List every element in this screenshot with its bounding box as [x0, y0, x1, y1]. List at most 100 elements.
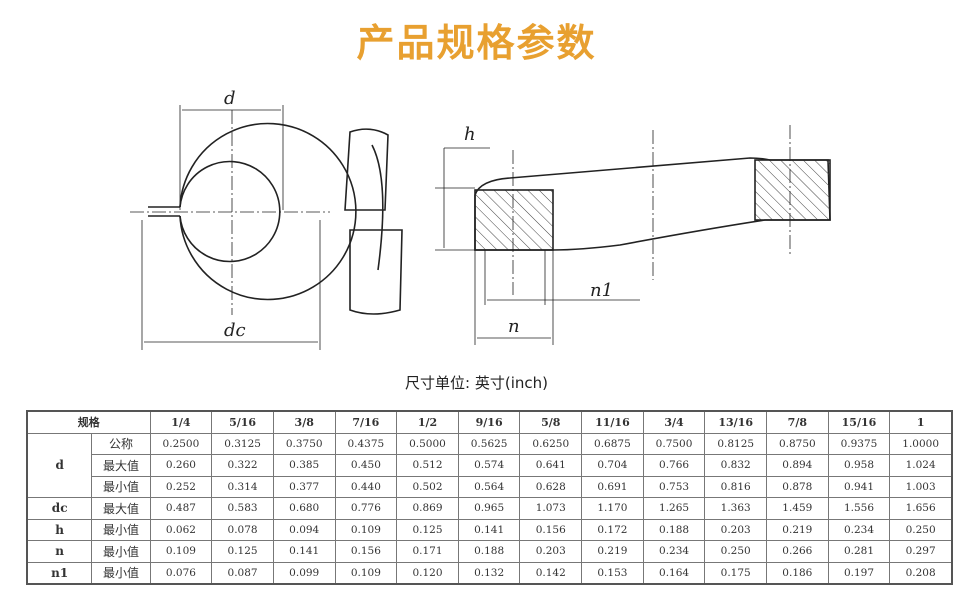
header-size: 1 — [889, 410, 953, 434]
value-cell: 0.8750 — [766, 432, 829, 455]
value-cell: 0.322 — [211, 454, 274, 477]
value-cell: 0.208 — [889, 561, 953, 585]
value-cell: 0.250 — [704, 540, 768, 563]
value-cell: 0.487 — [149, 497, 213, 520]
value-cell: 1.656 — [889, 497, 953, 520]
value-cell: 0.440 — [334, 475, 398, 498]
label-dc: dc — [224, 320, 246, 341]
value-cell: 0.6250 — [519, 432, 583, 455]
label-n1: n1 — [590, 280, 613, 301]
value-cell: 0.153 — [581, 561, 644, 585]
header-size: 13/16 — [704, 410, 768, 434]
page-title: 产品规格参数 — [356, 21, 597, 65]
unit-label: 尺寸单位: 英寸(inch) — [405, 374, 548, 392]
value-cell: 0.087 — [211, 561, 274, 585]
value-cell: 0.156 — [334, 540, 398, 563]
value-cell: 0.099 — [272, 561, 336, 585]
label-h: h — [464, 124, 476, 145]
value-cell: 0.250 — [889, 518, 953, 541]
header-size: 9/16 — [457, 410, 521, 434]
value-cell: 0.172 — [581, 518, 644, 541]
value-cell: 0.816 — [704, 475, 768, 498]
value-cell: 0.4375 — [334, 432, 398, 455]
param-cell: dc — [26, 497, 93, 520]
value-cell: 0.078 — [211, 518, 274, 541]
value-cell: 0.691 — [581, 475, 644, 498]
sub-label-cell: 最小值 — [91, 561, 151, 585]
param-cell: n1 — [26, 561, 93, 585]
value-cell: 0.188 — [642, 518, 706, 541]
value-cell: 0.894 — [766, 454, 829, 477]
value-cell: 0.281 — [827, 540, 891, 563]
value-cell: 1.003 — [889, 475, 953, 498]
header-size: 1/2 — [396, 410, 459, 434]
value-cell: 0.266 — [766, 540, 829, 563]
value-cell: 0.3125 — [211, 432, 274, 455]
value-cell: 0.8125 — [704, 432, 768, 455]
value-cell: 0.234 — [827, 518, 891, 541]
value-cell: 0.502 — [396, 475, 459, 498]
value-cell: 0.583 — [211, 497, 274, 520]
value-cell: 0.869 — [396, 497, 459, 520]
side-view — [344, 128, 403, 315]
label-n: n — [508, 316, 520, 337]
value-cell: 0.186 — [766, 561, 829, 585]
value-cell: 0.628 — [519, 475, 583, 498]
header-size: 1/4 — [149, 410, 213, 434]
value-cell: 0.512 — [396, 454, 459, 477]
header-size: 5/16 — [211, 410, 274, 434]
value-cell: 0.094 — [272, 518, 336, 541]
value-cell: 0.680 — [272, 497, 336, 520]
value-cell: 0.203 — [519, 540, 583, 563]
value-cell: 0.958 — [827, 454, 891, 477]
value-cell: 0.109 — [334, 561, 398, 585]
value-cell: 0.171 — [396, 540, 459, 563]
header-size: 7/16 — [334, 410, 398, 434]
value-cell: 0.141 — [457, 518, 521, 541]
value-cell: 0.062 — [149, 518, 213, 541]
value-cell: 0.965 — [457, 497, 521, 520]
value-cell: 0.076 — [149, 561, 213, 585]
header-size: 3/8 — [272, 410, 336, 434]
front-view: d dc — [130, 88, 357, 350]
value-cell: 1.0000 — [889, 432, 953, 455]
value-cell: 1.073 — [519, 497, 583, 520]
sub-label-cell: 公称 — [91, 432, 151, 455]
value-cell: 0.878 — [766, 475, 829, 498]
value-cell: 0.125 — [396, 518, 459, 541]
value-cell: 0.564 — [457, 475, 521, 498]
value-cell: 0.260 — [149, 454, 213, 477]
value-cell: 0.132 — [457, 561, 521, 585]
value-cell: 0.297 — [889, 540, 953, 563]
value-cell: 0.941 — [827, 475, 891, 498]
value-cell: 0.314 — [211, 475, 274, 498]
value-cell: 0.252 — [149, 475, 213, 498]
value-cell: 0.2500 — [149, 432, 213, 455]
value-cell: 0.109 — [149, 540, 213, 563]
value-cell: 0.574 — [457, 454, 521, 477]
value-cell: 0.175 — [704, 561, 768, 585]
value-cell: 1.170 — [581, 497, 644, 520]
value-cell: 0.125 — [211, 540, 274, 563]
value-cell: 0.219 — [581, 540, 644, 563]
value-cell: 1.556 — [827, 497, 891, 520]
value-cell: 0.156 — [519, 518, 583, 541]
value-cell: 0.142 — [519, 561, 583, 585]
sub-label-cell: 最大值 — [91, 497, 151, 520]
value-cell: 0.377 — [272, 475, 336, 498]
value-cell: 0.832 — [704, 454, 768, 477]
value-cell: 0.450 — [334, 454, 398, 477]
value-cell: 0.5625 — [457, 432, 521, 455]
value-cell: 1.265 — [642, 497, 706, 520]
sub-label-cell: 最小值 — [91, 518, 151, 541]
label-d: d — [224, 88, 236, 109]
sub-label-cell: 最小值 — [91, 540, 151, 563]
value-cell: 0.776 — [334, 497, 398, 520]
